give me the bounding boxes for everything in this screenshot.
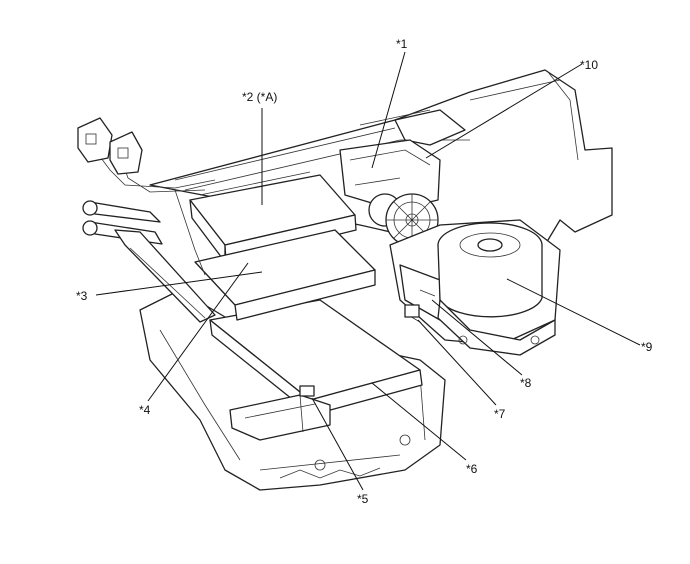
lower-filter xyxy=(194,229,376,321)
callout-7: *7 xyxy=(494,407,506,421)
callout-8: *8 xyxy=(520,376,532,390)
leader-10 xyxy=(425,63,583,159)
evaporator-bracket xyxy=(229,385,331,441)
leader-5 xyxy=(311,397,364,491)
blower-fan xyxy=(437,222,543,318)
callout-4: *4 xyxy=(139,403,151,417)
leader-lines xyxy=(95,51,641,491)
leader-3 xyxy=(95,271,263,296)
heater-pipes xyxy=(82,200,216,323)
callout-3: *3 xyxy=(76,289,88,303)
leader-6 xyxy=(371,382,467,461)
callout-labels: *1 *2 (*A) *3 *4 *5 *6 *7 *8 *9 *10 xyxy=(76,37,653,506)
leader-1 xyxy=(371,51,406,169)
callout-10: *10 xyxy=(580,58,598,72)
leader-7 xyxy=(417,319,497,406)
leader-8 xyxy=(431,299,523,376)
leader-4 xyxy=(147,262,249,402)
servo-motor xyxy=(339,139,441,247)
wire-harness xyxy=(77,117,216,276)
callout-9: *9 xyxy=(641,340,653,354)
fan-flange xyxy=(437,299,556,356)
callout-2: *2 (*A) xyxy=(242,90,277,104)
leader-9 xyxy=(506,278,641,346)
callout-6: *6 xyxy=(466,462,478,476)
callout-5: *5 xyxy=(357,492,369,506)
evaporator-core xyxy=(209,299,423,416)
callout-1: *1 xyxy=(396,37,408,51)
